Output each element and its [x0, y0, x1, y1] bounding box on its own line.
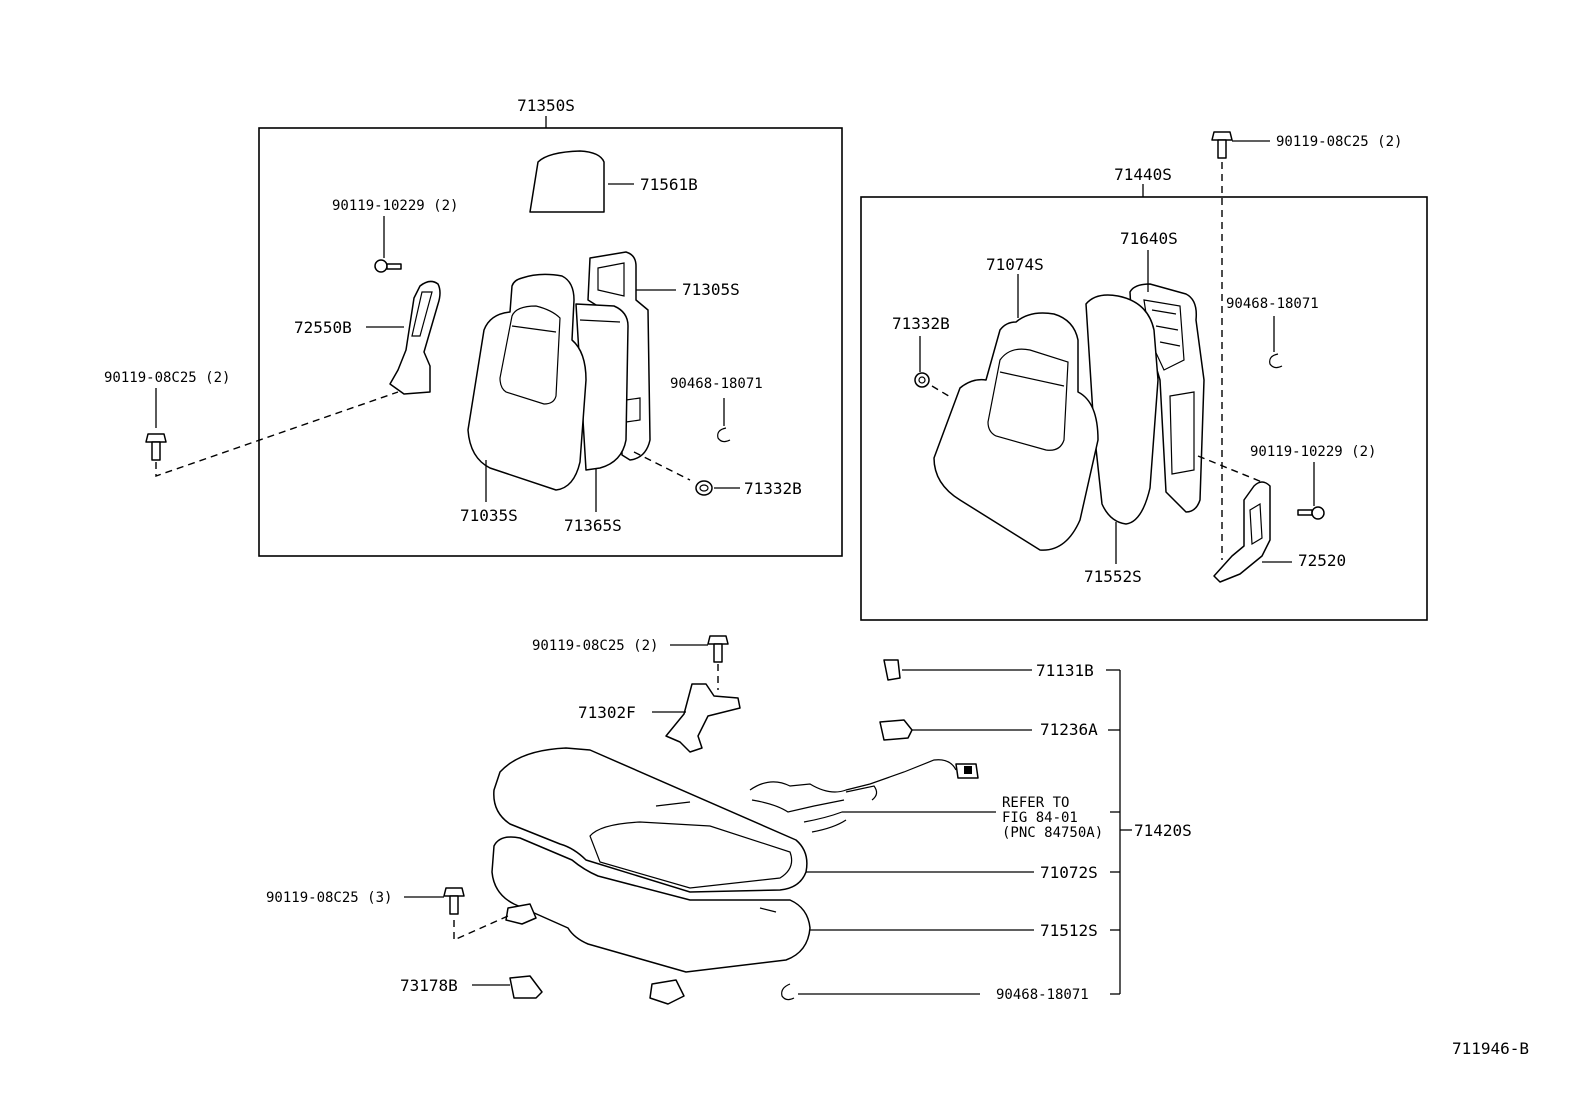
grommet-rear-dash	[931, 385, 953, 399]
hinge-front-slot	[411, 291, 433, 337]
seatback-rear-group-box	[860, 196, 1428, 621]
cover-front-insert	[499, 305, 561, 405]
seatback-front-group-box	[258, 127, 843, 557]
refer-line2: FIG 84-01	[1002, 810, 1078, 826]
clamp-label: 71236A	[1040, 720, 1098, 739]
frame-front-inner	[597, 262, 625, 297]
stopper-label: 73178B	[400, 976, 458, 995]
cover-rear-seam	[999, 371, 1065, 387]
clip-rear-part	[1269, 353, 1283, 369]
hinge-rear-label: 72520	[1298, 551, 1346, 570]
cushion-foot-right	[649, 979, 685, 1005]
wire-harness-part	[749, 759, 979, 833]
pad-rear-part	[1085, 294, 1159, 525]
grommet-rear-label: 71332B	[892, 314, 950, 333]
grommet-front-label: 71332B	[744, 479, 802, 498]
cushion-cover-insert	[589, 821, 793, 889]
refer-line3: (PNC 84750A)	[1002, 825, 1103, 841]
pad-front-label: 71365S	[564, 516, 622, 535]
grommet-front-dash	[633, 451, 691, 481]
frame-rear-label: 71640S	[1120, 229, 1178, 248]
pad-front-part	[575, 303, 629, 471]
hinge-rear-slot	[1249, 502, 1263, 546]
headrest-label: 71561B	[640, 175, 698, 194]
bolt-left-outer-dash	[155, 391, 399, 477]
cushion-cover-slot	[655, 801, 691, 807]
frame-front-part	[587, 251, 651, 461]
bolt-left-outer-label: 90119-08C25 (2)	[104, 370, 230, 386]
clip-cushion-label: 90468-18071	[996, 987, 1089, 1003]
frame-rear-lower	[1169, 391, 1195, 475]
stopper-part	[509, 975, 543, 999]
seatback-front-group-label: 71350S	[517, 96, 575, 115]
hinge-front-part	[389, 280, 441, 395]
bolt-rear-hinge-part	[1297, 506, 1325, 520]
diagram-id: 711946-B	[1452, 1039, 1529, 1058]
cover-front-label: 71035S	[460, 506, 518, 525]
bolt-cushion-part	[443, 887, 465, 915]
headrest-part	[529, 150, 605, 213]
cushion-group-bracket	[1106, 669, 1132, 995]
bolt-top-right-part	[1211, 131, 1233, 159]
cushion-cover-label: 71072S	[1040, 863, 1098, 882]
cushion-pad-slot	[759, 907, 777, 913]
frame-front-label: 71305S	[682, 280, 740, 299]
bolt-cushion-label: 90119-08C25 (3)	[266, 890, 392, 906]
cover-rear-label: 71074S	[986, 255, 1044, 274]
pad-rear-label: 71552S	[1084, 567, 1142, 586]
bolt-bracket-part	[707, 635, 729, 663]
clip-front-label: 90468-18071	[670, 376, 763, 392]
cover-front-part	[467, 273, 587, 491]
bracket-part	[665, 683, 741, 753]
bolt-rear-hinge-label: 90119-10229 (2)	[1250, 444, 1376, 460]
cover-front-seam	[511, 325, 557, 333]
grommet-rear-part	[914, 372, 930, 388]
bolt-front-hinge-label: 90119-10229 (2)	[332, 198, 458, 214]
grommet-front-part	[695, 480, 713, 496]
pad-front-detail	[579, 319, 621, 323]
cover-rear-insert	[987, 348, 1069, 451]
cushion-foot-left	[505, 903, 537, 925]
bolt-top-right-label: 90119-08C25 (2)	[1276, 134, 1402, 150]
clip-front-part	[717, 427, 731, 443]
cover-rear-part	[933, 312, 1099, 551]
clip-cushion-part	[781, 983, 795, 1001]
hinge-front-label: 72550B	[294, 318, 352, 337]
cushion-group-label: 71420S	[1134, 821, 1192, 840]
bolt-cushion-dash	[453, 915, 509, 942]
refer-line1: REFER TO	[1002, 795, 1069, 811]
clip-rear-label: 90468-18071	[1226, 296, 1319, 312]
bolt-front-hinge-part	[374, 259, 402, 273]
bolt-bracket-label: 90119-08C25 (2)	[532, 638, 658, 654]
cap-label: 71131B	[1036, 661, 1094, 680]
cushion-cover-part	[493, 747, 808, 893]
bolt-left-outer-part	[145, 433, 167, 461]
cap-part	[883, 659, 901, 681]
clamp-part	[879, 719, 913, 741]
seatback-rear-group-label: 71440S	[1114, 165, 1172, 184]
bracket-label: 71302F	[578, 703, 636, 722]
cushion-pad-label: 71512S	[1040, 921, 1098, 940]
frame-rear-grid	[1143, 299, 1185, 371]
